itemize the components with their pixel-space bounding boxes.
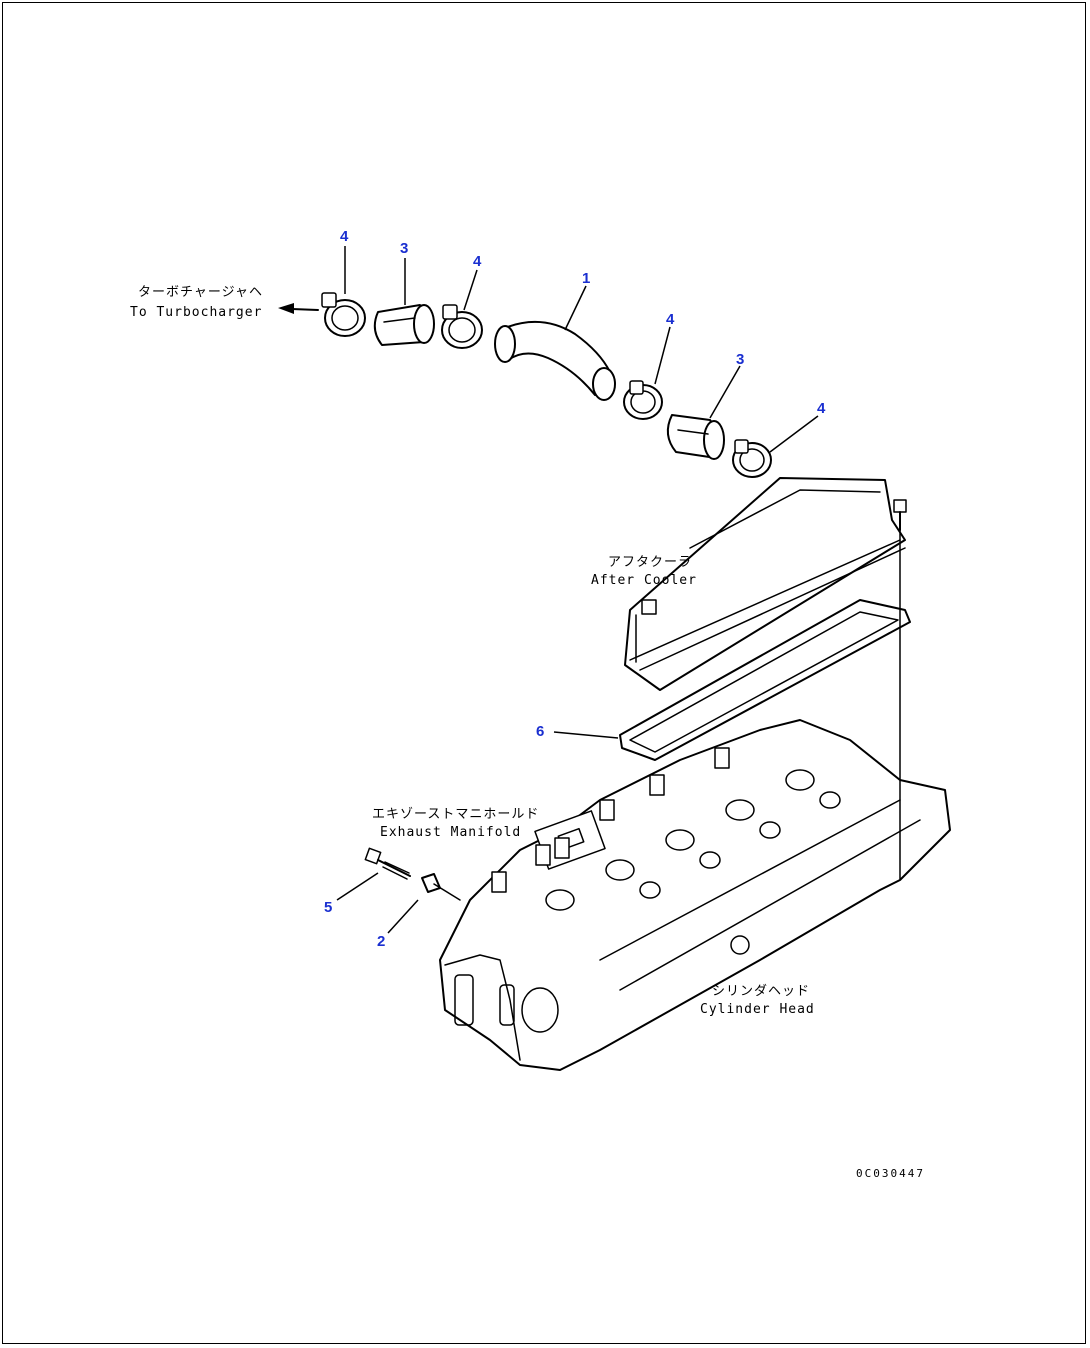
callout-4-second: 4 xyxy=(473,253,482,270)
hose-3b xyxy=(666,414,725,460)
callout-4-left: 4 xyxy=(340,228,349,245)
bolt-5 xyxy=(364,847,411,880)
after-cooler xyxy=(624,477,906,691)
label-head-jp: シリンダヘッド xyxy=(712,984,810,999)
callout-3-right: 3 xyxy=(736,351,744,368)
bolt-after-cooler xyxy=(893,499,907,801)
arrow-to-turbocharger xyxy=(278,303,319,314)
callout-4-third: 4 xyxy=(666,311,675,328)
clamp-4c xyxy=(623,380,663,420)
label-turbo-en: To Turbocharger xyxy=(130,305,262,320)
callout-4-right: 4 xyxy=(817,400,826,417)
hose-3a xyxy=(373,304,435,346)
label-exhaust-en: Exhaust Manifold xyxy=(380,825,521,840)
gasket-6 xyxy=(619,599,911,761)
fitting-2 xyxy=(421,873,461,901)
cylinder-head xyxy=(439,719,951,1071)
clamp-4b xyxy=(441,304,483,349)
tube-1 xyxy=(494,321,616,401)
callout-2: 2 xyxy=(377,933,385,950)
callout-3-left: 3 xyxy=(400,240,408,257)
callout-1: 1 xyxy=(582,270,590,287)
leader-lines xyxy=(336,246,819,934)
clamp-4a xyxy=(321,292,366,337)
label-exhaust-jp: エキゾーストマニホールド xyxy=(372,807,539,822)
label-aftercooler-en: After Cooler xyxy=(591,573,697,588)
label-head-en: Cylinder Head xyxy=(700,1002,815,1017)
drawing-code: 0C030447 xyxy=(856,1167,925,1180)
label-turbo-jp: ターボチャージャヘ xyxy=(138,285,263,300)
callout-6: 6 xyxy=(536,723,544,740)
callout-5: 5 xyxy=(324,899,332,916)
label-aftercooler-jp: アフタクーラ xyxy=(608,555,692,570)
clamp-4d xyxy=(732,439,772,478)
